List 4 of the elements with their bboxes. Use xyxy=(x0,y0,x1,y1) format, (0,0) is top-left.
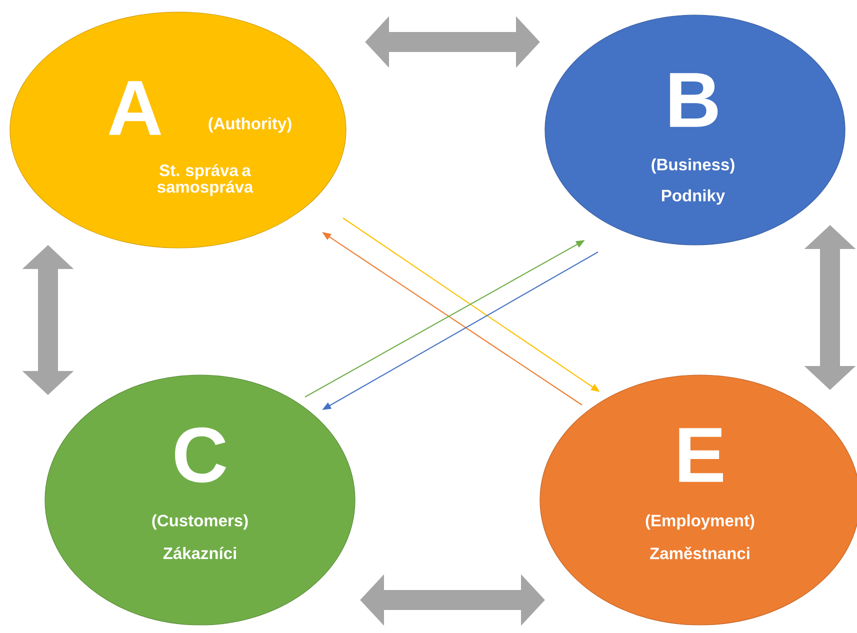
ellipse-node: A (Authority) St. správa a samospráva xyxy=(10,12,346,248)
ellipse-node: E (Employment) Zaměstnanci xyxy=(540,374,857,626)
ellipse-node: C (Customers) Zákazníci xyxy=(44,374,356,626)
ellipse-node: B (Business) Podniky xyxy=(544,14,846,246)
